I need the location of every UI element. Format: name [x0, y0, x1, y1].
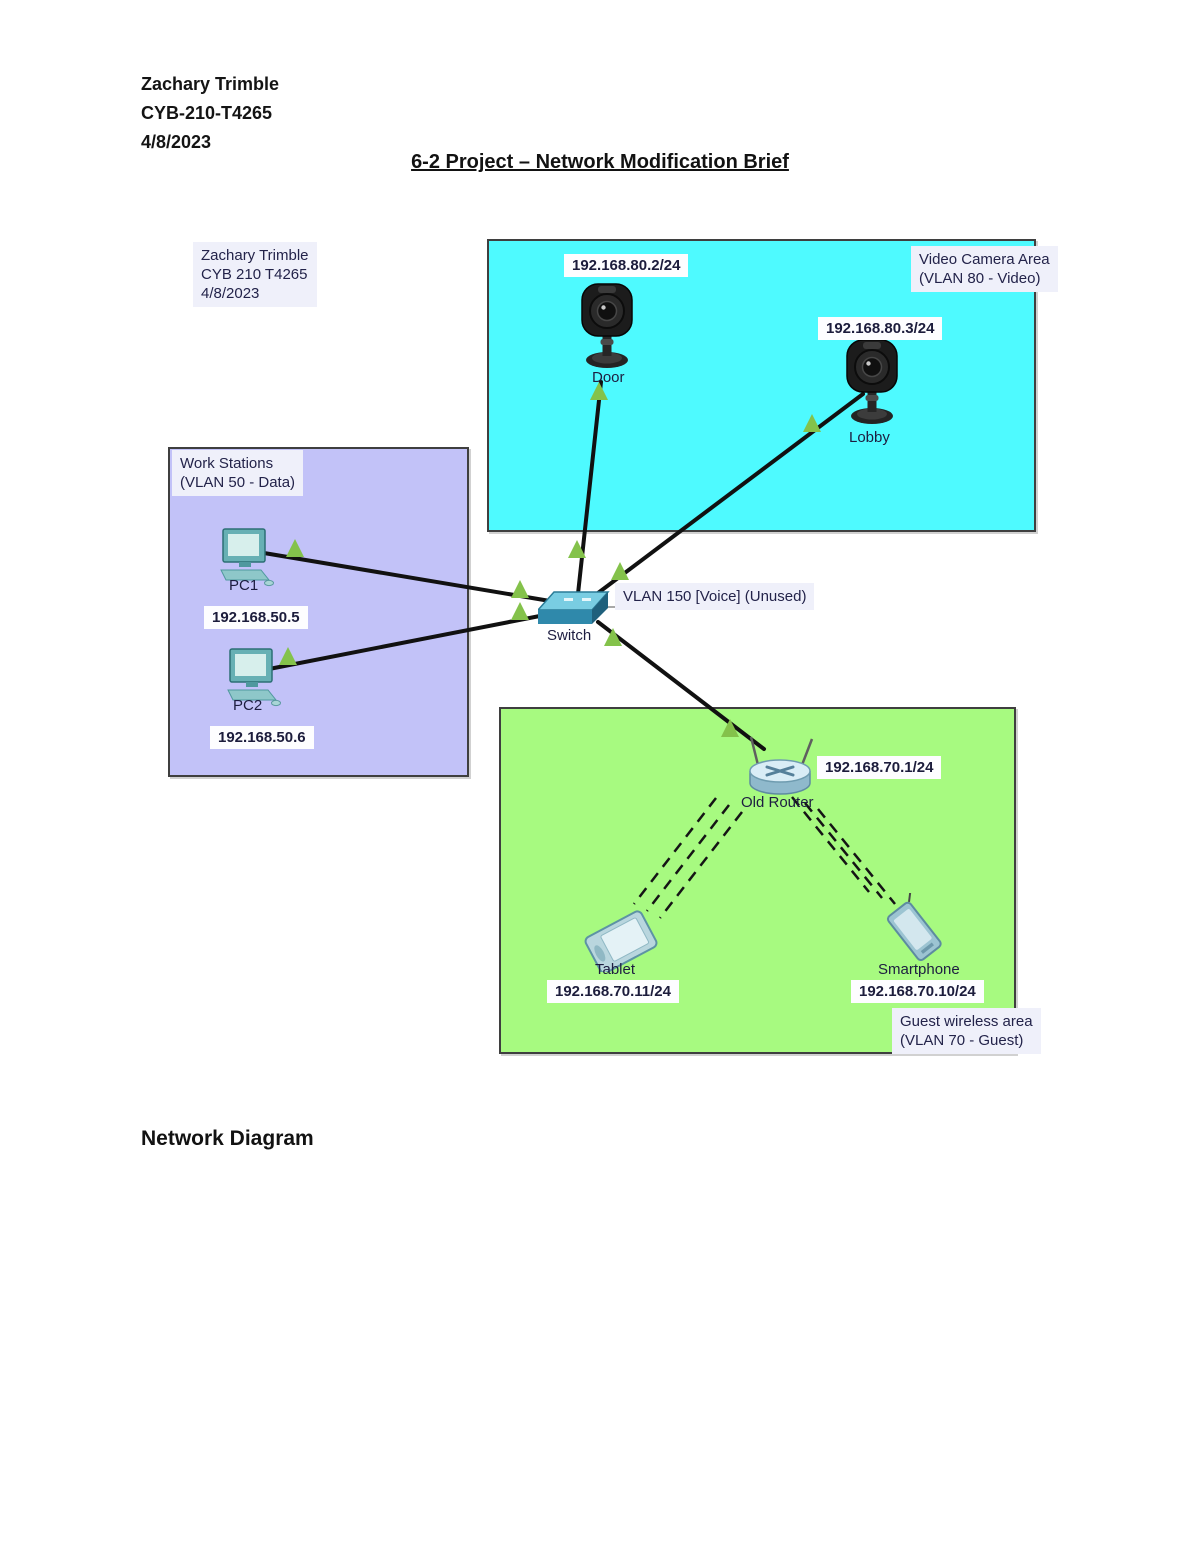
wireless-router-icon [749, 736, 814, 795]
diagram-author-course: CYB 210 T4265 [201, 266, 308, 283]
pc-icon [227, 648, 281, 707]
label-workstations-area: Work Stations (VLAN 50 - Data) [172, 450, 304, 496]
diagram-author-box: Zachary Trimble CYB 210 T4265 4/8/2023 [193, 242, 317, 307]
ip-label-door: 192.168.80.2/24 [564, 254, 689, 277]
label-guest-area: Guest wireless area (VLAN 70 - Guest) [892, 1008, 1041, 1054]
video-area-name: Video Camera Area [919, 251, 1050, 268]
guest-area-vlan: (VLAN 70 - Guest) [900, 1032, 1024, 1049]
device-label-old-router: Old Router [741, 794, 814, 811]
device-label-smartphone: Smartphone [878, 961, 960, 978]
ip-label-pc2: 192.168.50.6 [210, 726, 314, 749]
header-course: CYB-210-T4265 [141, 103, 273, 123]
ip-label-old-router: 192.168.70.1/24 [817, 756, 942, 779]
ip-label-tablet: 192.168.70.11/24 [547, 980, 679, 1003]
device-label-lobby: Lobby [849, 429, 890, 446]
workstations-area-vlan: (VLAN 50 - Data) [180, 474, 296, 491]
device-label-pc2: PC2 [233, 697, 263, 714]
document-title: 6-2 Project – Network Modification Brief [411, 151, 789, 173]
guest-area-name: Guest wireless area [900, 1013, 1033, 1030]
ip-label-smartphone: 192.168.70.10/24 [851, 980, 984, 1003]
device-label-tablet: Tablet [595, 961, 636, 978]
ip-label-pc1: 192.168.50.5 [204, 606, 308, 629]
webcam-icon [846, 339, 898, 424]
workstations-area-name: Work Stations [180, 455, 274, 472]
pc-icon [220, 528, 274, 587]
diagram-author-date: 4/8/2023 [201, 285, 260, 302]
device-label-door: Door [592, 369, 625, 386]
ip-label-lobby: 192.168.80.3/24 [818, 317, 943, 340]
smartphone-icon [886, 893, 942, 962]
webcam-icon [581, 283, 633, 368]
video-area-vlan: (VLAN 80 - Video) [919, 270, 1041, 287]
diagram-author-name: Zachary Trimble [201, 247, 309, 264]
document-header: Zachary Trimble CYB-210-T4265 4/8/2023 [141, 70, 279, 157]
tablet-icon [584, 910, 658, 972]
header-date: 4/8/2023 [141, 132, 212, 152]
label-vlan150: VLAN 150 [Voice] (Unused) [615, 583, 815, 610]
device-label-switch: Switch [547, 627, 592, 644]
switch-icon [538, 591, 610, 624]
section-heading: Network Diagram [141, 1127, 314, 1150]
header-author: Zachary Trimble [141, 74, 280, 94]
device-label-pc1: PC1 [229, 577, 259, 594]
label-video-camera-area: Video Camera Area (VLAN 80 - Video) [911, 246, 1058, 292]
